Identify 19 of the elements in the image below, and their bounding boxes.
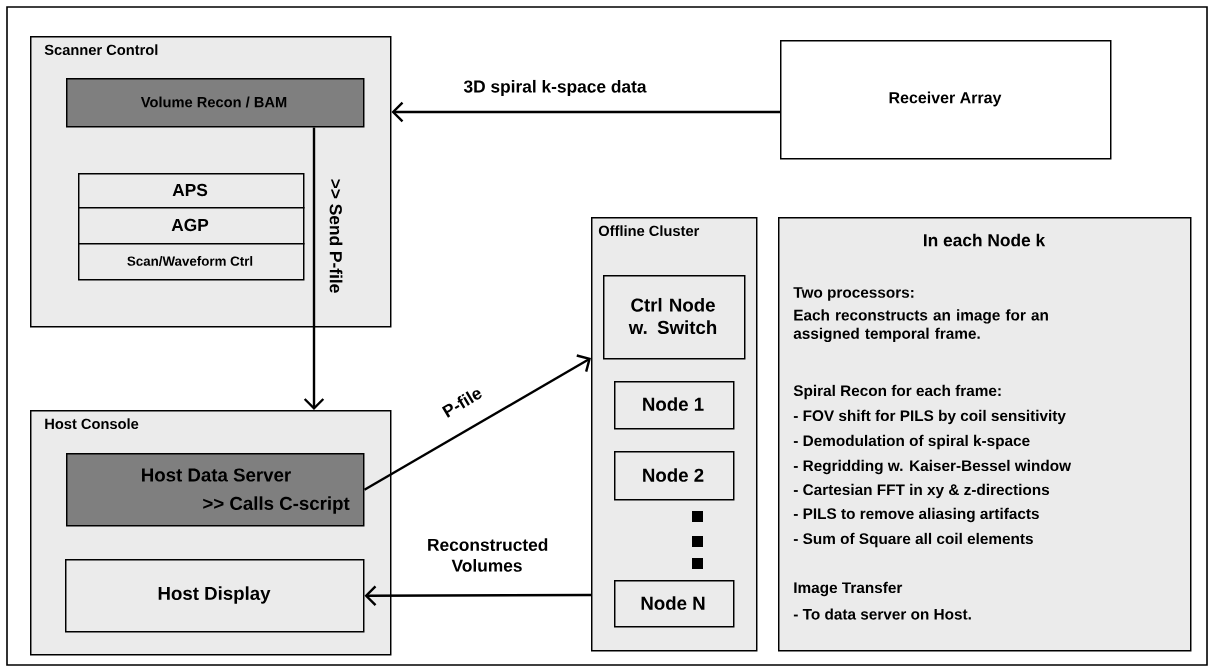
edge-label: 3D spiral k-space data <box>460 77 650 99</box>
process-box: Receiver Array <box>780 40 1112 160</box>
process-box: AGP <box>78 207 305 245</box>
process-box: Host Data Server >> Calls C-script <box>66 453 365 527</box>
arrow <box>303 127 325 410</box>
edge-label: P-file <box>436 382 488 423</box>
process-box: APS <box>78 173 305 209</box>
process-box: Ctrl Node w. Switch <box>603 275 746 360</box>
arrow <box>363 354 591 491</box>
arrow <box>391 101 780 123</box>
text-panel: In each Node k Two processors: Each reconstructs an image for an assigned temporal frame. Spiral Recon for each frame: - FOV shift for PILS by coil sensitivity - Demodulation of spiral k-space - Regridding w. Kaiser-Bessel window - Cartesian FFT in xy & z-directions - PILS to remove aliasing artifacts - Sum of Square all coil elements Image Transfer - To data server on Host. <box>778 217 1192 652</box>
process-box: Node N <box>614 580 735 628</box>
process-box: Scan/Waveform Ctrl <box>78 243 305 281</box>
process-box: Volume Recon / BAM <box>66 78 365 128</box>
arrow <box>364 585 591 606</box>
process-box: Node 2 <box>614 451 735 501</box>
process-box: Host Display <box>65 559 365 633</box>
edge-label: Reconstructed Volumes <box>424 535 550 575</box>
process-box: Node 1 <box>614 381 735 430</box>
